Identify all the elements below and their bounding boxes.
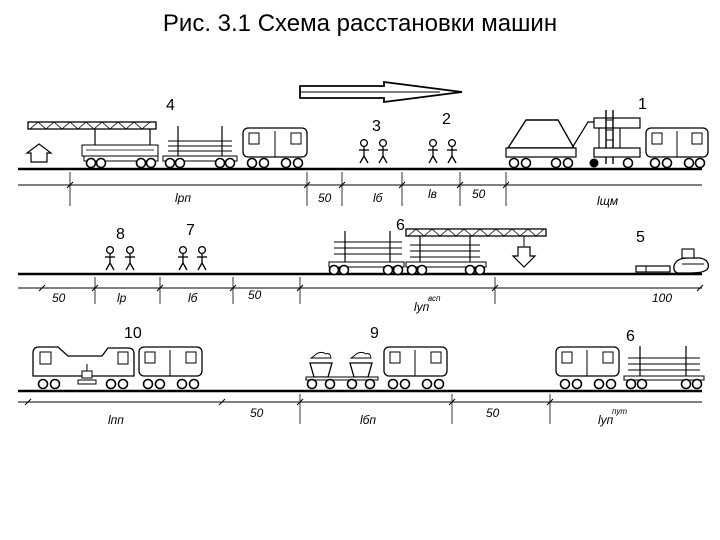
dimension-line xyxy=(18,277,704,304)
dim-50: 50 xyxy=(250,406,264,420)
machine-9-hopper-cars xyxy=(305,351,379,390)
dim-lup-sup: пут xyxy=(612,407,627,416)
dim-lrp: lрп xyxy=(175,191,191,205)
dim-lup: lуп xyxy=(414,300,430,314)
dim-lb: lб xyxy=(373,191,384,205)
dim-lv: lв xyxy=(428,187,437,201)
locomotive xyxy=(242,127,308,169)
dim-lr: lр xyxy=(117,291,127,305)
label-5: 5 xyxy=(636,229,645,246)
label-7: 7 xyxy=(186,222,195,239)
workers-group-3 xyxy=(358,138,389,164)
dimension-line xyxy=(18,172,702,206)
hoist-arrow-up-icon xyxy=(25,143,53,163)
locomotive xyxy=(645,127,709,169)
hoist-arrow-down-icon xyxy=(511,246,537,268)
dim-lb: lб xyxy=(188,291,199,305)
flatcar xyxy=(623,346,705,390)
flatcar xyxy=(162,126,238,169)
workers-group-2 xyxy=(427,138,458,164)
machine-6-track-layer xyxy=(405,228,547,276)
dim-50: 50 xyxy=(248,288,262,302)
label-10: 10 xyxy=(124,325,142,342)
machine-1-ballast-cleaner xyxy=(505,110,641,169)
label-6: 6 xyxy=(626,328,635,345)
locomotive xyxy=(383,346,448,390)
workers-group-8 xyxy=(104,245,136,271)
flatcar xyxy=(328,231,405,276)
label-6: 6 xyxy=(396,217,405,234)
figure-title: Рис. 3.1 Схема расстановки машин xyxy=(162,10,558,37)
locomotive xyxy=(555,346,620,390)
machine-4-crane xyxy=(25,121,159,169)
label-3: 3 xyxy=(372,118,381,135)
dim-50: 50 xyxy=(318,191,332,205)
dim-lbp: lбп xyxy=(360,413,376,427)
dim-lup: lуп xyxy=(598,413,614,427)
dim-lpp: lпп xyxy=(108,413,124,427)
label-2: 2 xyxy=(442,111,451,128)
dim-lup-sup: всп xyxy=(428,294,441,303)
machine-10-ballast-distributor xyxy=(32,346,135,390)
label-4: 4 xyxy=(166,97,175,114)
locomotive xyxy=(138,346,203,390)
direction-arrow-icon xyxy=(299,80,463,104)
label-8: 8 xyxy=(116,226,125,243)
label-1: 1 xyxy=(638,96,647,113)
dim-lshchm: lщм xyxy=(597,194,618,208)
row-2: 8 7 6 5 50 lр lб 50 lуп всп 100 xyxy=(18,217,709,314)
dim-50: 50 xyxy=(486,406,500,420)
dimension-line xyxy=(18,394,702,424)
dim-100: 100 xyxy=(652,291,672,305)
row-1: 4 3 2 1 lрп 50 lб lв 50 lщм xyxy=(18,80,709,208)
dim-50: 50 xyxy=(472,187,486,201)
row-3: 10 9 6 lпп 50 lбп 50 lуп пут xyxy=(18,325,705,427)
machine-5-tamper xyxy=(635,248,709,274)
workers-group-7 xyxy=(177,245,208,271)
dim-50: 50 xyxy=(52,291,66,305)
label-9: 9 xyxy=(370,325,379,342)
